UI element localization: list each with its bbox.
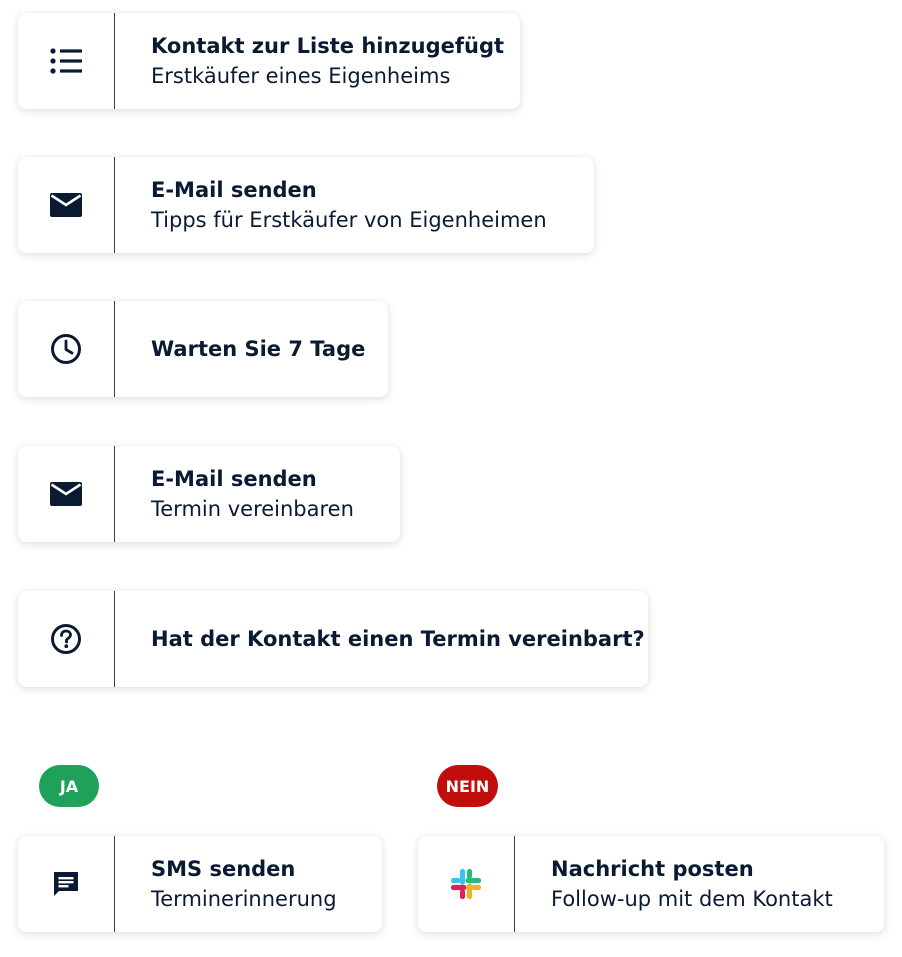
- step-text: E-Mail senden Tipps für Erstkäufer von E…: [115, 157, 575, 253]
- step-icon-cell: [418, 836, 515, 932]
- step-icon-cell: [18, 301, 115, 397]
- yes-badge: JA: [39, 765, 99, 807]
- envelope-icon: [50, 482, 82, 506]
- question-circle-icon: [50, 623, 82, 655]
- list-icon: [50, 47, 82, 75]
- step-condition: Hat der Kontakt einen Termin vereinbart?: [18, 591, 648, 687]
- step-subtitle: Tipps für Erstkäufer von Eigenheimen: [151, 208, 547, 232]
- step-text: Hat der Kontakt einen Termin vereinbart?: [115, 591, 673, 687]
- step-text: Kontakt zur Liste hinzugefügt Erstkäufer…: [115, 13, 532, 109]
- step-icon-cell: [18, 591, 115, 687]
- step-text: Nachricht posten Follow-up mit dem Konta…: [515, 836, 861, 932]
- envelope-icon: [50, 193, 82, 217]
- step-title: Warten Sie 7 Tage: [151, 337, 366, 361]
- step-wait: Warten Sie 7 Tage: [18, 301, 388, 397]
- step-add-to-list: Kontakt zur Liste hinzugefügt Erstkäufer…: [18, 13, 520, 109]
- step-text: E-Mail senden Termin vereinbaren: [115, 446, 382, 542]
- slack-logo-icon: [450, 868, 482, 900]
- step-title: Nachricht posten: [551, 857, 754, 881]
- step-send-email-appointment: E-Mail senden Termin vereinbaren: [18, 446, 400, 542]
- no-badge: NEIN: [437, 765, 498, 807]
- step-title: E-Mail senden: [151, 467, 317, 491]
- step-icon-cell: [18, 446, 115, 542]
- step-title: SMS senden: [151, 857, 296, 881]
- step-icon-cell: [18, 13, 115, 109]
- step-subtitle: Erstkäufer eines Eigenheims: [151, 64, 451, 88]
- clock-icon: [50, 333, 82, 365]
- step-title: Hat der Kontakt einen Termin vereinbart?: [151, 627, 645, 651]
- step-text: SMS senden Terminerinnerung: [115, 836, 365, 932]
- step-icon-cell: [18, 836, 115, 932]
- step-icon-cell: [18, 157, 115, 253]
- step-send-email-tips: E-Mail senden Tipps für Erstkäufer von E…: [18, 157, 594, 253]
- step-subtitle: Terminerinnerung: [151, 887, 337, 911]
- step-text: Warten Sie 7 Tage: [115, 301, 393, 397]
- step-title: Kontakt zur Liste hinzugefügt: [151, 34, 505, 58]
- chat-message-icon: [52, 870, 80, 898]
- step-title: E-Mail senden: [151, 178, 317, 202]
- step-subtitle: Termin vereinbaren: [151, 497, 354, 521]
- step-subtitle: Follow-up mit dem Kontakt: [551, 887, 833, 911]
- step-send-sms: SMS senden Terminerinnerung: [18, 836, 382, 932]
- step-post-message: Nachricht posten Follow-up mit dem Konta…: [418, 836, 884, 932]
